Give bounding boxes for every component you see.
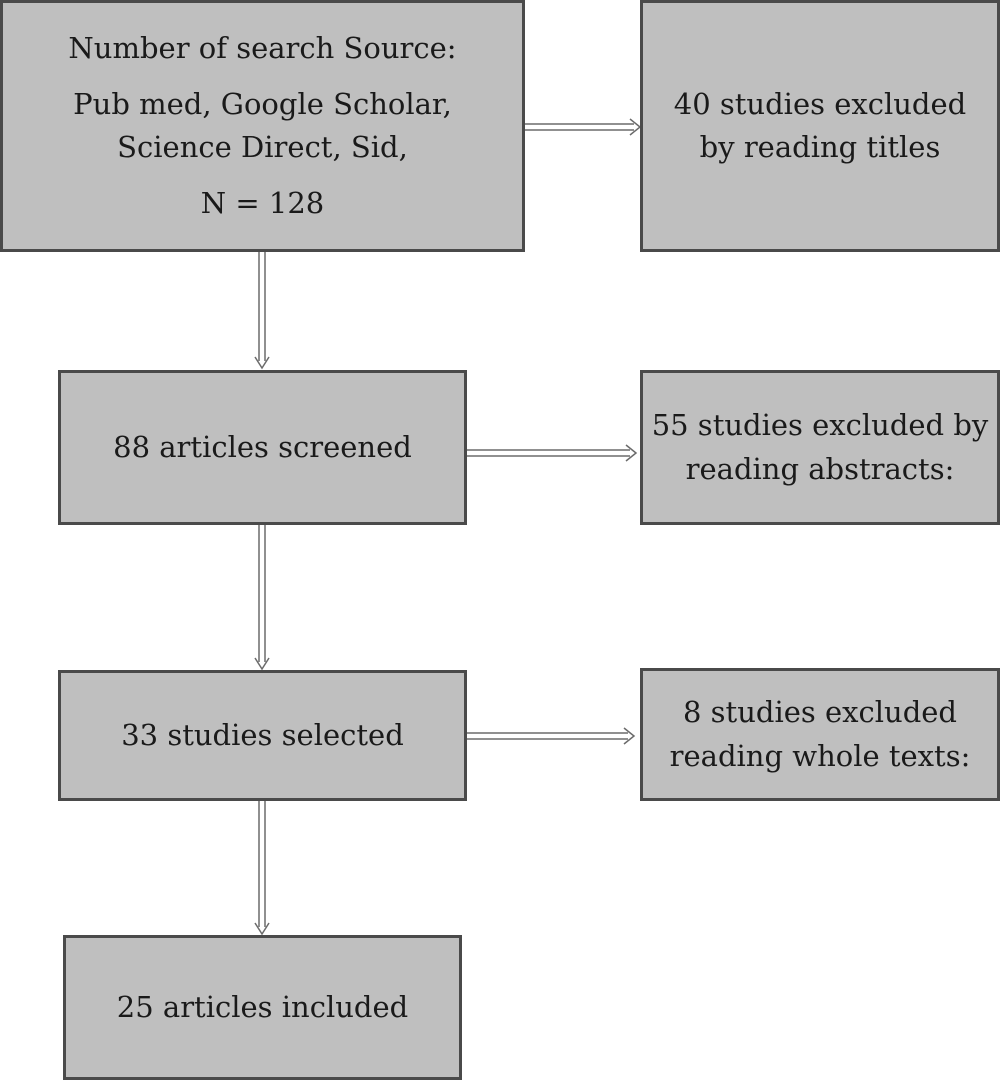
arrow-source-to-excluded-titles bbox=[524, 118, 642, 136]
arrow-source-to-screened bbox=[254, 251, 270, 370]
excluded-fulltext-line2: reading whole texts: bbox=[669, 738, 971, 773]
search-sources-box: Number of search Source: Pub med, Google… bbox=[0, 0, 525, 252]
screened-box: 88 articles screened bbox=[58, 370, 467, 525]
search-databases-line1: Pub med, Google Scholar, bbox=[73, 86, 452, 121]
excluded-fulltext-line1: 8 studies excluded bbox=[683, 695, 957, 729]
excluded-abstracts-line2: reading abstracts: bbox=[685, 451, 955, 486]
excluded-fulltext-box: 8 studies excluded reading whole texts: bbox=[640, 668, 1000, 801]
search-count: N = 128 bbox=[200, 185, 325, 220]
excluded-abstracts-box: 55 studies excluded by reading abstracts… bbox=[640, 370, 1000, 525]
excluded-abstracts-line1: 55 studies excluded by bbox=[651, 408, 989, 442]
included-label: 25 articles included bbox=[116, 989, 409, 1024]
excluded-titles-box: 40 studies excluded by reading titles bbox=[640, 0, 1000, 252]
arrow-selected-to-excluded-fulltext bbox=[467, 727, 636, 745]
search-databases-line2: Science Direct, Sid, bbox=[117, 130, 408, 164]
selected-label: 33 studies selected bbox=[121, 717, 404, 752]
excluded-titles-line1: 40 studies excluded bbox=[673, 86, 967, 121]
screened-label: 88 articles screened bbox=[113, 429, 412, 464]
excluded-titles-line2: by reading titles bbox=[699, 130, 941, 164]
arrow-selected-to-included bbox=[254, 800, 270, 936]
included-box: 25 articles included bbox=[63, 935, 462, 1080]
arrow-screened-to-selected bbox=[254, 524, 270, 671]
search-sources-heading: Number of search Source: bbox=[68, 31, 457, 65]
arrow-screened-to-excluded-abstracts bbox=[467, 444, 638, 462]
selected-box: 33 studies selected bbox=[58, 670, 467, 801]
